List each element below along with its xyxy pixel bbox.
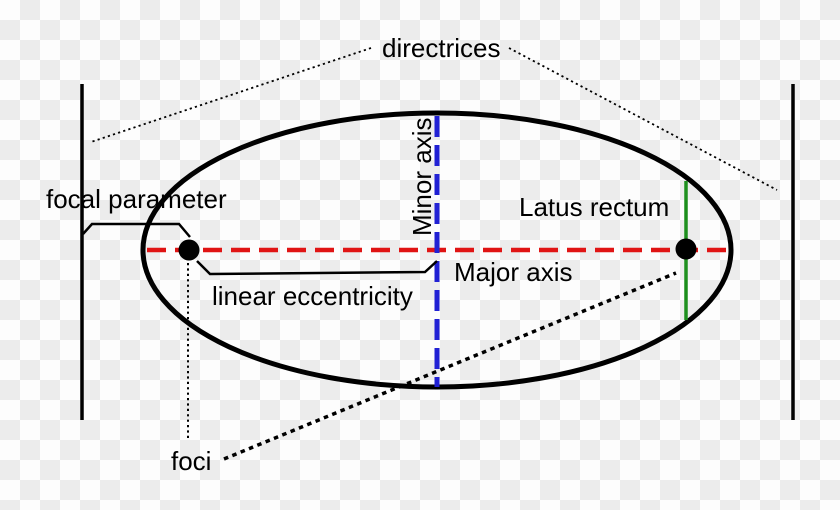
left-focus-dot (178, 239, 200, 261)
linear-eccentricity-label: linear eccentricity (212, 281, 413, 311)
directrices-label: directrices (382, 33, 500, 63)
minor-axis-label: Minor axis (407, 118, 437, 236)
right-focus-dot (675, 238, 697, 260)
linear-eccentricity-bracket (196, 260, 438, 276)
directrices-leader-right (508, 47, 778, 191)
focal-parameter-label: focal parameter (46, 184, 227, 214)
foci-leader-diagonal (223, 271, 677, 461)
directrices-leader-left (90, 47, 372, 143)
latus-rectum-label: Latus rectum (519, 192, 669, 222)
focal-parameter-bracket (82, 222, 191, 238)
foci-label: foci (171, 446, 211, 476)
major-axis-label: Major axis (454, 257, 572, 287)
